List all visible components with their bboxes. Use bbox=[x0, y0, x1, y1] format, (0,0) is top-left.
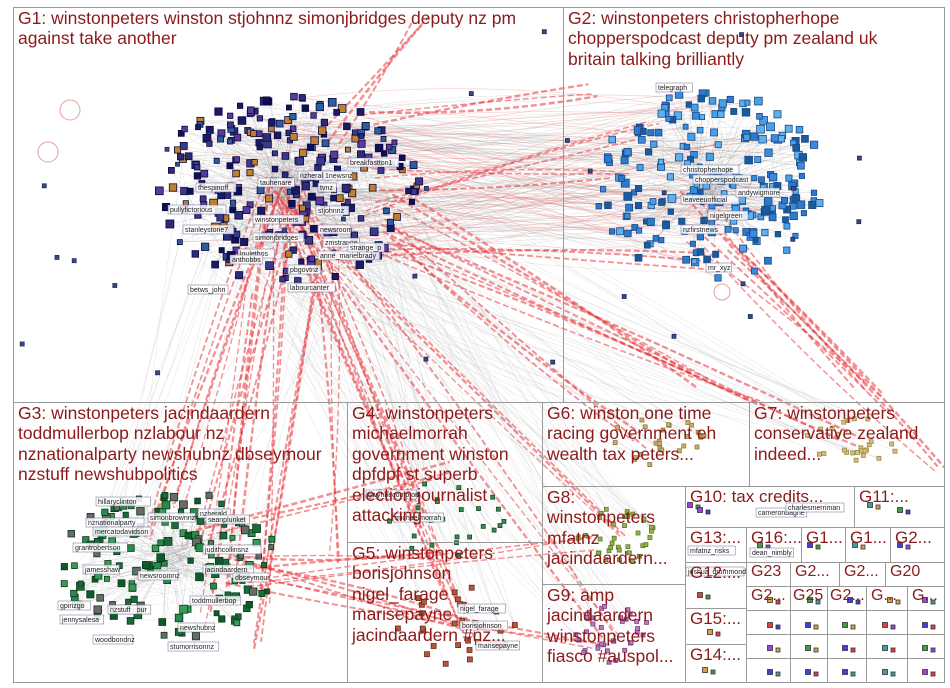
group-panel-g25[interactable]: G25 bbox=[790, 586, 828, 611]
group-label-g9: G9: amp jacindaardern winstonpeters fias… bbox=[547, 585, 686, 667]
group-panel-g19[interactable]: G2... bbox=[890, 527, 945, 563]
group-panel-g14[interactable]: G14:... bbox=[685, 644, 747, 683]
group-label-g10: G10: tax credits... bbox=[690, 487, 855, 507]
group-label-g28: G... bbox=[912, 587, 938, 606]
group-label-g22: G2... bbox=[844, 563, 879, 582]
group-label-g15: G15:... bbox=[690, 609, 741, 629]
group-panel-g23[interactable]: G23 bbox=[746, 562, 791, 587]
group-label-g1: G1: winstonpeters winston stjohnnz simon… bbox=[18, 8, 563, 49]
group-panel-small-6[interactable] bbox=[746, 634, 791, 659]
group-label-g18: G1... bbox=[850, 528, 887, 548]
group-label-g25: G25 bbox=[793, 587, 823, 606]
group-panel-g20[interactable]: G20 bbox=[885, 562, 945, 587]
group-panel-g12[interactable]: G12:... bbox=[685, 562, 747, 609]
group-label-g20: G20 bbox=[890, 563, 920, 582]
group-label-g7: G7: winstonpeters conservative zealand i… bbox=[754, 403, 944, 464]
group-panel-small-10[interactable] bbox=[907, 634, 945, 659]
group-panel-small-1[interactable] bbox=[746, 610, 791, 635]
group-panel-g15[interactable]: G15:... bbox=[685, 608, 747, 645]
group-panel-g5[interactable]: G5: winstonpeters borisjohnson nigel_far… bbox=[347, 542, 543, 683]
group-panel-g3[interactable]: G3: winstonpeters jacindaardern toddmull… bbox=[13, 402, 348, 683]
group-panel-small-4[interactable] bbox=[866, 610, 908, 635]
group-label-g12: G12:... bbox=[690, 563, 741, 583]
group-label-g5: G5: winstonpeters borisjohnson nigel_far… bbox=[352, 543, 542, 645]
group-panel-small-14[interactable] bbox=[866, 658, 908, 683]
group-panel-g26[interactable]: G2... bbox=[827, 586, 867, 611]
group-panel-small-3[interactable] bbox=[827, 610, 867, 635]
group-panel-g1[interactable]: G1: winstonpeters winston stjohnnz simon… bbox=[13, 7, 564, 403]
group-panel-g18[interactable]: G1... bbox=[845, 527, 891, 563]
group-label-g2: G2: winstonpeters christopherhope choppe… bbox=[568, 8, 898, 69]
group-panel-small-2[interactable] bbox=[790, 610, 828, 635]
group-label-g23: G23 bbox=[751, 563, 781, 582]
group-panel-g16[interactable]: G16:... bbox=[746, 527, 802, 563]
group-panel-g8[interactable]: G8: winstonpeters mfatnz jacindaardern..… bbox=[542, 486, 686, 585]
group-panel-small-9[interactable] bbox=[866, 634, 908, 659]
group-panel-g2[interactable]: G2: winstonpeters christopherhope choppe… bbox=[563, 7, 945, 403]
group-panel-g10[interactable]: G10: tax credits... bbox=[685, 486, 855, 528]
group-panel-g4[interactable]: G4: winstonpeters michaelmorrah governme… bbox=[347, 402, 543, 543]
group-label-g24: G2... bbox=[751, 587, 786, 606]
group-panel-small-11[interactable] bbox=[746, 658, 791, 683]
group-label-g3: G3: winstonpeters jacindaardern toddmull… bbox=[18, 403, 343, 485]
group-panel-g9[interactable]: G9: amp jacindaardern winstonpeters fias… bbox=[542, 584, 686, 683]
group-label-g19: G2... bbox=[895, 528, 932, 548]
group-panel-g24[interactable]: G2... bbox=[746, 586, 791, 611]
group-panel-g27[interactable]: G... bbox=[866, 586, 908, 611]
group-panel-small-8[interactable] bbox=[827, 634, 867, 659]
group-panel-small-15[interactable] bbox=[907, 658, 945, 683]
group-panel-g13[interactable]: G13:... bbox=[685, 527, 747, 563]
group-panel-small-5[interactable] bbox=[907, 610, 945, 635]
group-label-g6: G6: winston one time racing government e… bbox=[547, 403, 747, 464]
group-label-g8: G8: winstonpeters mfatnz jacindaardern..… bbox=[547, 487, 686, 569]
group-label-g11: G11:... bbox=[859, 487, 945, 507]
group-label-g26: G2... bbox=[830, 587, 865, 606]
group-panel-small-7[interactable] bbox=[790, 634, 828, 659]
group-panel-g7[interactable]: G7: winstonpeters conservative zealand i… bbox=[749, 402, 945, 487]
group-label-g4: G4: winstonpeters michaelmorrah governme… bbox=[352, 403, 542, 526]
group-panel-small-12[interactable] bbox=[790, 658, 828, 683]
group-panel-g28[interactable]: G... bbox=[907, 586, 945, 611]
group-panel-g21[interactable]: G2... bbox=[790, 562, 840, 587]
group-label-g13: G13:... bbox=[690, 528, 741, 548]
group-panel-g6[interactable]: G6: winston one time racing government e… bbox=[542, 402, 750, 487]
group-panel-g11[interactable]: G11:... bbox=[854, 486, 945, 528]
group-label-g16: G16:... bbox=[751, 528, 802, 548]
group-label-g17: G1... bbox=[806, 528, 843, 548]
group-panel-g22[interactable]: G2... bbox=[839, 562, 886, 587]
group-label-g27: G... bbox=[871, 587, 897, 606]
group-label-g21: G2... bbox=[795, 563, 830, 582]
group-panel-g17[interactable]: G1... bbox=[801, 527, 846, 563]
group-label-g14: G14:... bbox=[690, 645, 741, 665]
group-panel-small-13[interactable] bbox=[827, 658, 867, 683]
